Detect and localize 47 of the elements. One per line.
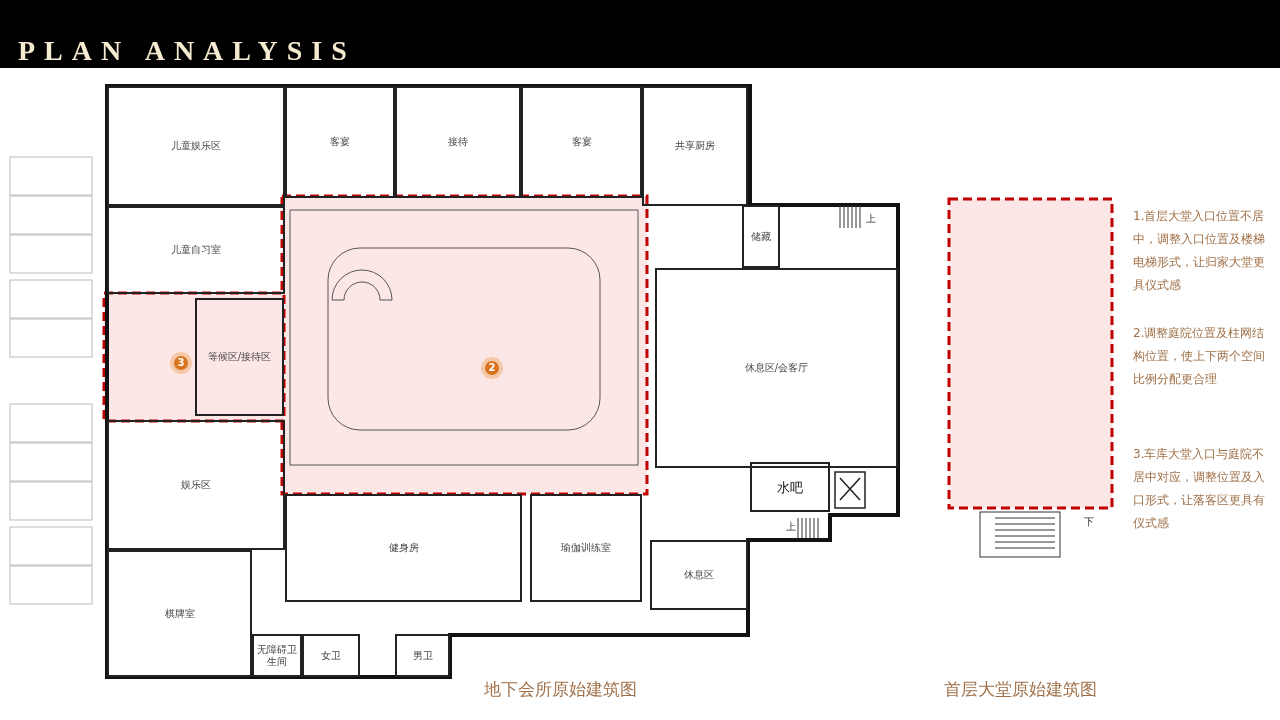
- room-name: 等候区/接待区: [207, 351, 272, 363]
- room: [655, 268, 898, 468]
- room-name: 瑜伽训练室: [561, 542, 611, 554]
- room: [285, 494, 522, 602]
- room-name: 儿童自习室: [171, 244, 221, 256]
- stair-direction-label: 上: [866, 212, 876, 226]
- room-name: 共享厨房: [675, 140, 715, 152]
- room-name: 储藏: [751, 230, 771, 243]
- drawing-caption: 首层大堂原始建筑图: [944, 678, 1097, 701]
- page-title: PLAN ANALYSIS: [18, 34, 356, 68]
- room-name: 客宴: [330, 136, 350, 148]
- callout-number: 3: [176, 357, 186, 369]
- room-name: 接待: [448, 136, 468, 148]
- room: [650, 540, 748, 610]
- room-name: 棋牌室: [164, 607, 195, 620]
- room-name: 客宴: [571, 136, 592, 148]
- room-name: 娱乐区: [181, 479, 211, 491]
- callout-number: 2: [487, 362, 497, 374]
- room: [285, 86, 395, 198]
- room: [107, 206, 285, 294]
- room-name: 无障碍卫生间: [256, 643, 298, 668]
- room: [107, 86, 285, 206]
- room-name: 水吧: [777, 479, 803, 495]
- room: [395, 634, 450, 677]
- room: [252, 634, 302, 677]
- room-name: 健身房: [388, 542, 419, 554]
- stair-direction-label: 下: [1084, 515, 1094, 529]
- room-name: 女卫: [321, 649, 341, 662]
- room: [195, 298, 284, 416]
- room-name: 儿童娱乐区: [171, 140, 221, 152]
- room-name: 休息区: [684, 569, 714, 581]
- analysis-note: 1.首层大堂入口位置不居中，调整入口位置及楼梯电梯形式，让归家大堂更具仪式感: [1133, 208, 1266, 294]
- room: [302, 634, 360, 677]
- room: [530, 494, 642, 602]
- stair-direction-label: 上: [786, 520, 796, 534]
- room: [107, 420, 285, 550]
- room: [521, 86, 642, 198]
- room-name: 男卫: [412, 649, 433, 662]
- room: [642, 86, 748, 206]
- analysis-note: 3.车库大堂入口与庭院不居中对应，调整位置及入口形式，让落客区更具有仪式感: [1133, 446, 1266, 532]
- room: [107, 550, 252, 677]
- analysis-note: 2.调整庭院位置及柱网结构位置，使上下两个空间比例分配更合理: [1133, 325, 1266, 388]
- room-name: 休息区/会客厅: [744, 362, 809, 374]
- room: [750, 462, 830, 512]
- room: [742, 205, 780, 268]
- drawing-caption: 地下会所原始建筑图: [484, 678, 637, 701]
- room: [395, 86, 521, 198]
